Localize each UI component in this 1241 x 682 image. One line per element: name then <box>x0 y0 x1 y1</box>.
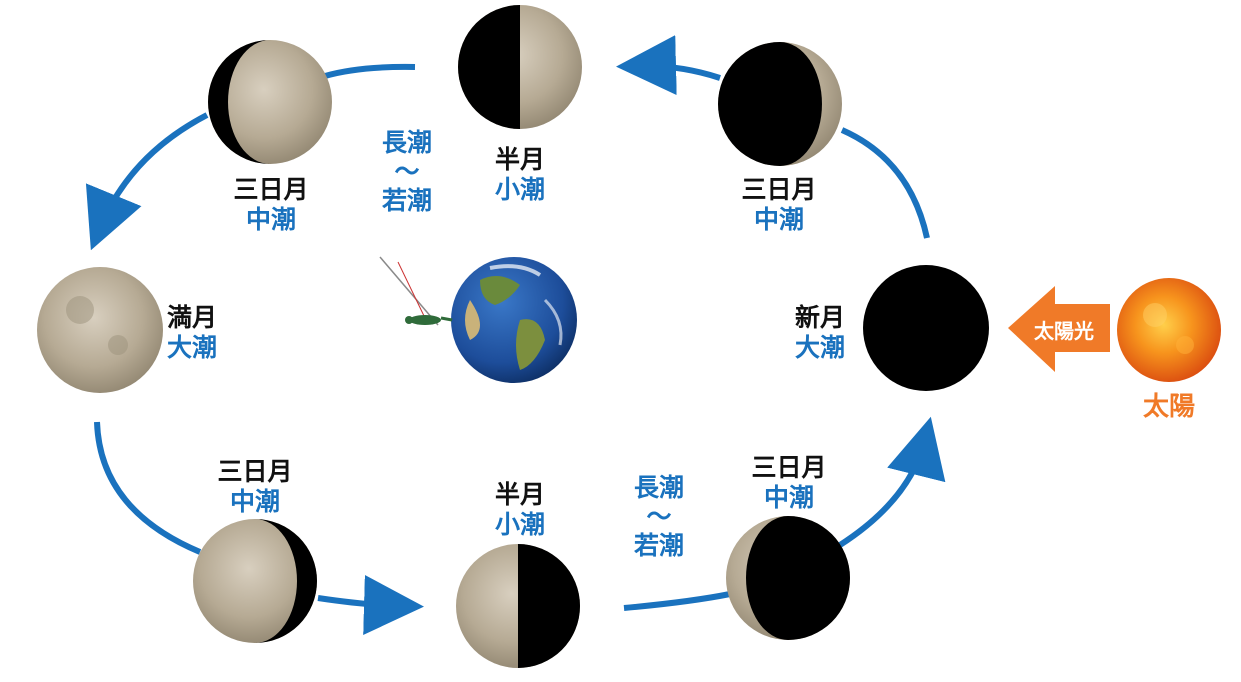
sun-label: 太陽 <box>1142 392 1195 422</box>
moon-top-left-crescent <box>208 40 332 164</box>
arrow-bottom-left-to-half <box>317 574 424 635</box>
label-upper-transition: 長潮 ～ 若潮 <box>381 128 432 215</box>
label-bottom-right-crescent: 三日月 中潮 <box>751 453 827 512</box>
moon-bottom-left-crescent <box>193 519 317 643</box>
label-new-moon: 新月 大潮 <box>794 303 845 362</box>
arrow-top-right <box>840 127 930 239</box>
moon-bottom-half <box>456 544 580 668</box>
arrow-bottom-half-to-right <box>623 591 731 611</box>
moon-bottom-right-crescent <box>726 516 850 640</box>
arrow-top-half-to-left <box>324 63 416 79</box>
label-bottom-half: 半月 小潮 <box>494 480 545 539</box>
moon-new <box>863 265 989 391</box>
arrow-top-right-to-half <box>616 35 721 96</box>
earth-icon <box>451 257 577 383</box>
label-bottom-left-crescent: 三日月 中潮 <box>217 457 293 516</box>
orbit-arrows <box>85 35 946 635</box>
label-top-half: 半月 小潮 <box>494 145 545 204</box>
moon-top-right-crescent <box>718 42 842 166</box>
label-full-moon: 満月 大潮 <box>166 303 217 362</box>
sunlight-label: 太陽光 <box>1034 319 1094 343</box>
sunlight-arrow <box>1008 286 1110 372</box>
label-lower-transition: 長潮 ～ 若潮 <box>633 473 684 560</box>
label-top-right-crescent: 三日月 中潮 <box>741 175 817 234</box>
fishing-figure-icon <box>379 256 453 326</box>
moon-top-half <box>458 5 582 129</box>
moon-full <box>37 267 163 393</box>
arrow-bottom-right-to-new <box>838 416 946 548</box>
sun-icon <box>1117 278 1221 382</box>
label-top-left-crescent: 三日月 中潮 <box>233 175 309 234</box>
arrow-full-to-bottom-left <box>94 421 202 555</box>
arrow-left-to-full <box>85 112 209 251</box>
